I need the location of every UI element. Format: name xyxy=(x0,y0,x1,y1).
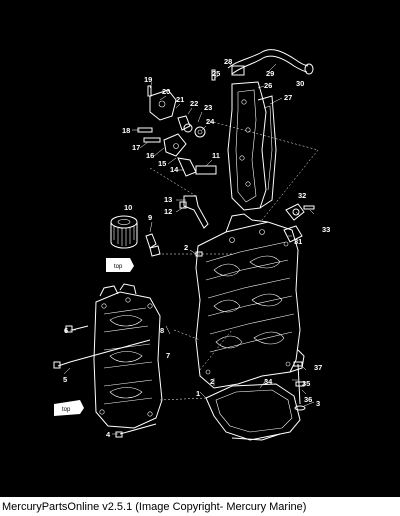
base-gasket xyxy=(205,383,301,441)
callout-31: 31 xyxy=(294,237,302,246)
callout-26: 26 xyxy=(264,81,272,90)
callout-numbers: 1 2 2 3 4 5 6 7 8 9 10 11 12 13 14 15 16… xyxy=(63,57,330,439)
copyright-caption: MercuryPartsOnline v2.5.1 (Image Copyrig… xyxy=(2,501,307,513)
callout-13: 13 xyxy=(164,195,172,204)
callout-2-lower: 2 xyxy=(210,377,214,386)
callout-15: 15 xyxy=(158,159,166,168)
callout-7: 7 xyxy=(166,351,170,360)
callout-35: 35 xyxy=(302,379,310,388)
top-tag-upper-label: top xyxy=(114,264,123,270)
callout-1: 1 xyxy=(196,389,200,398)
callout-36: 36 xyxy=(304,395,312,404)
hose-assembly xyxy=(227,49,314,76)
callout-11: 11 xyxy=(212,151,220,160)
callout-22: 22 xyxy=(190,99,198,108)
callout-12: 12 xyxy=(164,207,172,216)
callout-28: 28 xyxy=(224,57,232,66)
bolts-left xyxy=(53,325,157,438)
callout-30: 30 xyxy=(296,79,304,88)
callout-25: 25 xyxy=(212,69,220,78)
cylinder-head xyxy=(93,283,163,429)
callout-10: 10 xyxy=(124,203,132,212)
callout-29: 29 xyxy=(266,69,274,78)
callout-32: 32 xyxy=(298,191,306,200)
callout-3: 3 xyxy=(316,399,320,408)
callout-14: 14 xyxy=(170,165,179,174)
exploded-parts-diagram: top top 1 2 2 3 4 5 6 7 8 9 10 11 12 13 … xyxy=(0,0,400,497)
callout-24: 24 xyxy=(206,117,215,126)
callout-37: 37 xyxy=(314,363,322,372)
callout-19: 19 xyxy=(144,75,152,84)
main-block xyxy=(195,213,305,389)
callout-21: 21 xyxy=(176,95,184,104)
callout-23: 23 xyxy=(204,103,212,112)
reference-lines xyxy=(149,119,319,401)
filter-10 xyxy=(110,215,161,257)
callout-2-upper: 2 xyxy=(184,243,188,252)
top-tag-lower: top xyxy=(54,400,84,416)
cover-plate xyxy=(227,81,277,211)
callout-34: 34 xyxy=(264,377,273,386)
callout-6: 6 xyxy=(64,326,68,335)
callout-8: 8 xyxy=(160,326,164,335)
parts-right xyxy=(283,203,315,411)
callout-33: 33 xyxy=(322,225,330,234)
callout-9: 9 xyxy=(148,213,152,222)
callout-27: 27 xyxy=(284,93,292,102)
callout-17: 17 xyxy=(132,143,140,152)
top-tag-lower-label: top xyxy=(62,407,71,413)
leader-lines xyxy=(63,61,315,435)
callout-20: 20 xyxy=(162,87,170,96)
callout-18: 18 xyxy=(122,126,130,135)
callout-16: 16 xyxy=(146,151,154,160)
top-tag-upper: top xyxy=(106,258,134,272)
fitting-12-13 xyxy=(179,195,209,229)
small-parts-upper xyxy=(137,69,217,177)
callout-5: 5 xyxy=(63,375,67,384)
callout-4: 4 xyxy=(106,430,111,439)
